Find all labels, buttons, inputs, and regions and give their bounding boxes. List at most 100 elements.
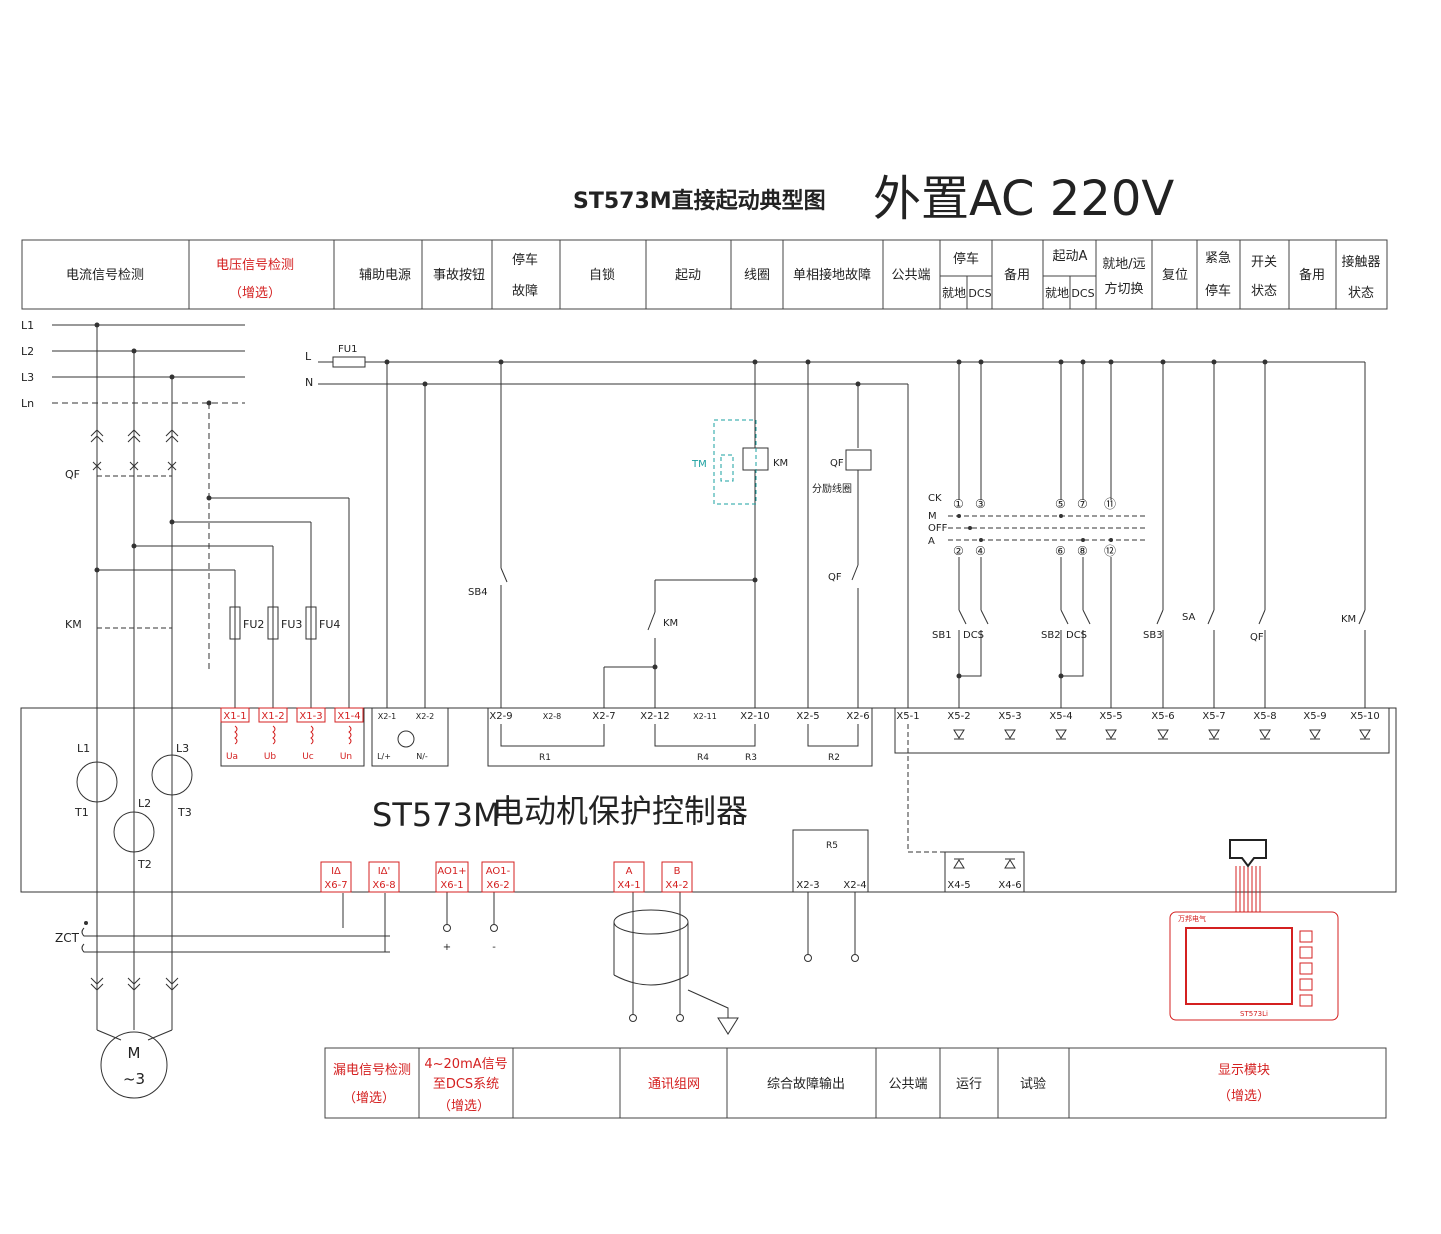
- display-connector: [1229, 839, 1267, 868]
- term-ao1p: AO1+: [437, 866, 466, 877]
- term-a: A: [626, 866, 633, 877]
- header-start-a: 起动A: [1053, 249, 1088, 264]
- label-l3: L3: [21, 371, 34, 384]
- header-self-lock: 自锁: [589, 267, 615, 283]
- relay-r5: R5: [826, 841, 838, 851]
- header-local: 就地: [942, 286, 966, 300]
- label-l1-ct: L1: [77, 742, 90, 755]
- label-a: A: [928, 536, 935, 547]
- header-dcs: DCS: [968, 287, 991, 300]
- header-dcs2: DCS: [1071, 287, 1094, 300]
- footer-leak-1: 漏电信号检测: [333, 1062, 411, 1078]
- contact-3: ③: [975, 497, 986, 511]
- header-voltage-detect: 电压信号检测: [216, 258, 294, 273]
- label-km-status: KM: [1341, 614, 1356, 625]
- label-zct: ZCT: [55, 931, 80, 945]
- controller-body: [20, 707, 1397, 1035]
- header-emergency-1: 紧急: [1205, 251, 1231, 266]
- header-current-detect: 电流信号检测: [66, 268, 144, 283]
- term-x2-2: X2-2: [416, 712, 435, 721]
- term-x4-5: X4-5: [947, 880, 970, 891]
- label-n: N: [305, 376, 313, 389]
- header-spare1: 备用: [1004, 267, 1030, 283]
- term-l-plus: L/+: [377, 752, 391, 761]
- term-x1-1: X1-1: [223, 711, 246, 722]
- footer-common: 公共端: [888, 1077, 927, 1092]
- label-ck: CK: [928, 493, 942, 504]
- label-km: KM: [65, 618, 82, 631]
- header-switch-2: 状态: [1251, 284, 1277, 299]
- term-x1-2: X1-2: [261, 711, 284, 722]
- three-phase-bus: [52, 324, 390, 1099]
- term-un: Un: [340, 752, 352, 762]
- term-x4-1: X4-1: [617, 880, 640, 891]
- header-contactor-1: 接触器: [1341, 254, 1380, 270]
- contact-5: ⑤: [1055, 497, 1066, 511]
- term-x2-12: X2-12: [640, 711, 670, 722]
- label-sa: SA: [1182, 612, 1196, 623]
- label-t2: T2: [137, 858, 152, 871]
- relay-r1: R1: [539, 753, 551, 763]
- header-local-remote-1: 就地/远: [1102, 257, 1145, 272]
- term-x2-7: X2-7: [592, 711, 615, 722]
- term-x5-7: X5-7: [1202, 711, 1225, 722]
- contact-7: ⑦: [1077, 497, 1088, 511]
- terminal-circles: [443, 924, 859, 1022]
- diagram-title: ST573M直接起动典型图: [573, 188, 826, 214]
- term-ia: IΔ: [331, 866, 341, 877]
- footer-table: [324, 1047, 1387, 1119]
- header-table: [21, 239, 1388, 310]
- header-aux-power: 辅助电源: [359, 268, 411, 283]
- term-x2-11: X2-11: [693, 712, 717, 721]
- label-t1: T1: [74, 806, 89, 819]
- header-local-remote-2: 方切换: [1104, 281, 1143, 297]
- term-x5-3: X5-3: [998, 711, 1021, 722]
- term-x2-3: X2-3: [796, 880, 819, 891]
- label-fu1: FU1: [338, 344, 357, 355]
- term-x5-2: X5-2: [947, 711, 970, 722]
- term-x4-2: X4-2: [665, 880, 688, 891]
- term-x1-4: X1-4: [337, 711, 360, 722]
- term-x5-4: X5-4: [1049, 711, 1072, 722]
- footer-ma-1: 4~20mA信号: [424, 1057, 507, 1072]
- footer-ma-2: 至DCS系统: [433, 1077, 499, 1092]
- header-reset: 复位: [1162, 268, 1188, 283]
- label-l2-ct: L2: [138, 797, 151, 810]
- label-l2: L2: [21, 345, 34, 358]
- header-stop-fault-2: 故障: [512, 284, 538, 299]
- header-common: 公共端: [891, 268, 930, 283]
- label-shunt-coil: 分励线圈: [812, 482, 852, 495]
- power-spec: 外置AC 220V: [873, 171, 1174, 227]
- label-l: L: [305, 350, 312, 363]
- label-fu2: FU2: [243, 618, 264, 631]
- header-accident-button: 事故按钮: [433, 268, 485, 283]
- term-minus: -: [492, 942, 496, 953]
- term-ib: IΔ': [378, 866, 391, 877]
- header-stop: 停车: [953, 251, 979, 267]
- header-start: 起动: [675, 268, 701, 283]
- term-n-minus: N/-: [416, 752, 428, 761]
- header-stop-fault-1: 停车: [512, 252, 538, 268]
- footer-display-2: （增选）: [1218, 1089, 1270, 1104]
- footer-run: 运行: [956, 1077, 982, 1092]
- label-qf: QF: [65, 468, 80, 481]
- control-bus: [318, 356, 1366, 708]
- term-uc: Uc: [302, 752, 314, 762]
- label-sb4: SB4: [468, 587, 488, 598]
- display-brand: 万邦电气: [1178, 914, 1206, 923]
- term-x4-6: X4-6: [998, 880, 1021, 891]
- contact-4: ④: [975, 544, 986, 558]
- display-model: ST573Li: [1240, 1010, 1268, 1018]
- header-single-ground: 单相接地故障: [793, 267, 871, 283]
- label-km-selflock: KM: [663, 618, 678, 629]
- label-tm: TM: [691, 459, 707, 470]
- control-junctions: [384, 359, 1268, 679]
- footer-test: 试验: [1020, 1076, 1046, 1092]
- footer-display-1: 显示模块: [1218, 1063, 1270, 1078]
- contact-12: ⑫: [1104, 544, 1116, 558]
- term-b: B: [674, 866, 681, 877]
- label-ln: Ln: [21, 397, 34, 410]
- relay-r3: R3: [745, 753, 757, 763]
- contact-11: ⑪: [1104, 497, 1116, 511]
- term-x2-4: X2-4: [843, 880, 866, 891]
